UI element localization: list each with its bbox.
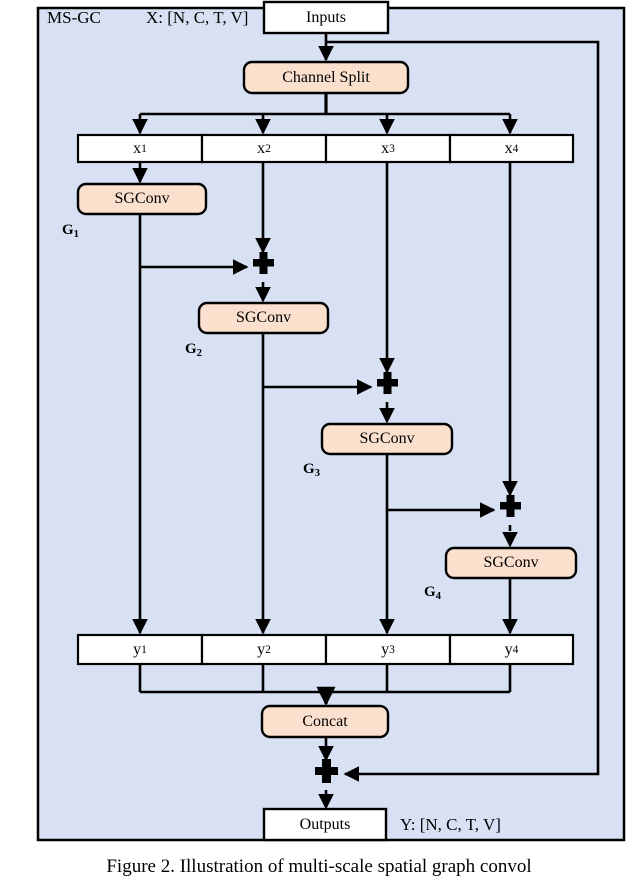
figure-caption: Figure 2. Illustration of multi-scale sp… — [106, 856, 532, 877]
adder-3 — [500, 495, 521, 517]
adder-group — [253, 252, 521, 783]
output-cell-y3 — [324, 633, 452, 666]
group-sub-2: 2 — [196, 347, 203, 360]
channel-split-box — [242, 60, 410, 95]
split-cell-x4 — [448, 133, 575, 164]
concat-box — [260, 704, 390, 739]
output-cell-y2 — [200, 633, 328, 666]
group-base-3: G — [303, 461, 315, 477]
group-label-4: G4 — [424, 584, 441, 602]
split-cell-x3 — [324, 133, 452, 164]
adder-2 — [377, 372, 398, 394]
split-cell-x2 — [200, 133, 328, 164]
adder-1 — [253, 252, 274, 274]
wire-group — [132, 32, 600, 810]
outputs-box — [262, 807, 388, 842]
adder-4 — [315, 759, 338, 783]
group-sub-3: 3 — [314, 467, 321, 480]
split-cell-x1 — [76, 133, 204, 164]
inputs-box — [262, 0, 390, 35]
split-row — [76, 133, 575, 164]
sgconv-box-3 — [320, 422, 454, 456]
group-label-1: G1 — [62, 222, 79, 240]
sgconv-box-1 — [76, 182, 208, 216]
output-shape-label: Y: [N, C, T, V] — [400, 815, 501, 834]
output-row — [76, 633, 575, 666]
group-sub-4: 4 — [435, 590, 442, 603]
wire-residual-skip — [326, 40, 600, 782]
group-base-4: G — [424, 584, 436, 600]
group-label-3: G3 — [303, 461, 320, 479]
group-base-2: G — [185, 341, 197, 357]
group-label-2: G2 — [185, 341, 202, 359]
module-label: MS-GC — [47, 8, 101, 27]
group-sub-1: 1 — [73, 228, 80, 241]
sgconv-box-2 — [197, 301, 330, 335]
output-cell-y1 — [76, 633, 204, 666]
input-shape-label: X: [N, C, T, V] — [146, 8, 249, 27]
output-cell-y4 — [448, 633, 575, 666]
group-base-1: G — [62, 222, 74, 238]
sgconv-box-4 — [444, 546, 578, 580]
